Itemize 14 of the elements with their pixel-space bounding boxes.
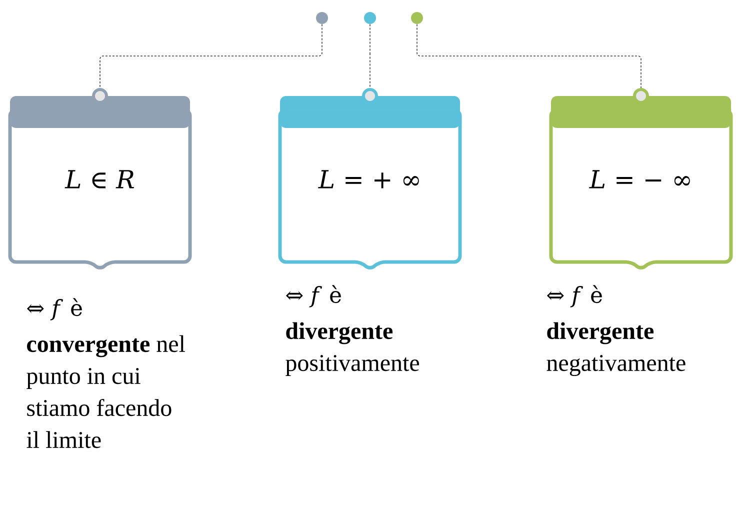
connector-dot (364, 12, 376, 24)
description-text: divergente positivamente (286, 322, 420, 376)
description-text: divergente negativamente (546, 322, 686, 376)
condition-text: ⇔ f è (286, 285, 341, 308)
connector-dot (411, 12, 423, 24)
card: L = + ∞ (278, 88, 462, 270)
card: L ∈ R (8, 88, 192, 270)
condition-text: ⇔ f è (547, 285, 602, 308)
connector-line (100, 24, 322, 88)
connector-dot (316, 12, 328, 24)
description-text: convergente nel punto in cui stiamo facendo il limite (26, 335, 185, 448)
condition-text: ⇔ f è (27, 298, 82, 320)
connector-line (416, 24, 642, 88)
card: L = − ∞ (549, 88, 733, 270)
